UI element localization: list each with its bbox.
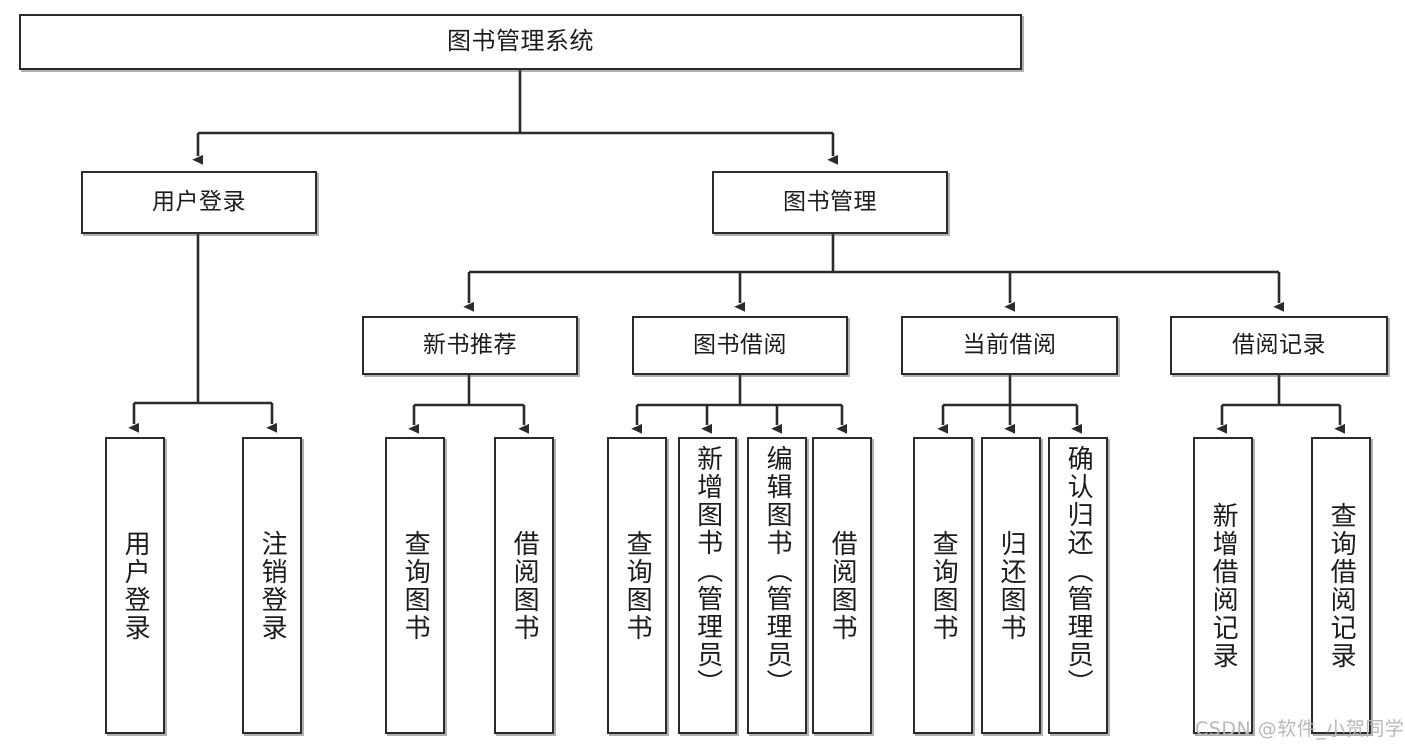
leaf-recommend-borrow-book[interactable]: 借阅图书 (494, 437, 554, 734)
node-label: 图书管理 (783, 189, 877, 216)
node-label: 查询图书 (400, 529, 431, 642)
node-label: 当前借阅 (962, 332, 1057, 359)
node-label: 借阅记录 (1232, 332, 1326, 359)
node-label: 用户登录 (120, 529, 151, 642)
leaf-record-add-record[interactable]: 新增借阅记录 (1193, 437, 1253, 734)
node-label: 注销登录 (257, 529, 288, 642)
node-user-login[interactable]: 用户登录 (81, 171, 317, 234)
node-label: 用户登录 (152, 189, 246, 216)
node-label: 图书借阅 (693, 332, 787, 359)
node-label: 借阅图书 (827, 529, 858, 642)
leaf-user-login[interactable]: 用户登录 (105, 437, 165, 734)
node-label: 图书管理系统 (447, 27, 594, 56)
node-new-book-recommend[interactable]: 新书推荐 (362, 316, 578, 375)
node-current-borrow[interactable]: 当前借阅 (901, 316, 1118, 375)
node-label: 查询借阅记录 (1326, 501, 1357, 670)
node-label: 新书推荐 (423, 332, 517, 359)
node-label: 新增图书（管理员） (692, 445, 723, 697)
node-label: 查询图书 (622, 529, 653, 642)
node-label: 编辑图书（管理员） (762, 445, 793, 697)
node-label: 确认归还（管理员） (1063, 445, 1094, 697)
leaf-current-confirm-return-admin[interactable]: 确认归还（管理员） (1048, 437, 1108, 734)
node-label: 借阅图书 (509, 529, 540, 642)
leaf-user-logout[interactable]: 注销登录 (242, 437, 302, 734)
node-label: 查询图书 (928, 529, 959, 642)
node-borrow-record[interactable]: 借阅记录 (1170, 316, 1388, 375)
node-label: 归还图书 (996, 529, 1027, 642)
leaf-borrow-add-book-admin[interactable]: 新增图书（管理员） (678, 437, 737, 734)
watermark: CSDN @软件_小贺同学 (1195, 718, 1405, 740)
node-book-management[interactable]: 图书管理 (712, 171, 948, 234)
leaf-borrow-edit-book-admin[interactable]: 编辑图书（管理员） (747, 437, 807, 734)
node-book-borrow[interactable]: 图书借阅 (632, 316, 848, 375)
leaf-recommend-query-book[interactable]: 查询图书 (385, 437, 445, 734)
leaf-borrow-borrow-book[interactable]: 借阅图书 (812, 437, 872, 734)
node-root[interactable]: 图书管理系统 (19, 14, 1022, 70)
leaf-current-return-book[interactable]: 归还图书 (981, 437, 1041, 734)
leaf-record-query-record[interactable]: 查询借阅记录 (1311, 437, 1371, 734)
leaf-borrow-query-book[interactable]: 查询图书 (607, 437, 667, 734)
leaf-current-query-book[interactable]: 查询图书 (913, 437, 973, 734)
node-label: 新增借阅记录 (1208, 501, 1239, 670)
